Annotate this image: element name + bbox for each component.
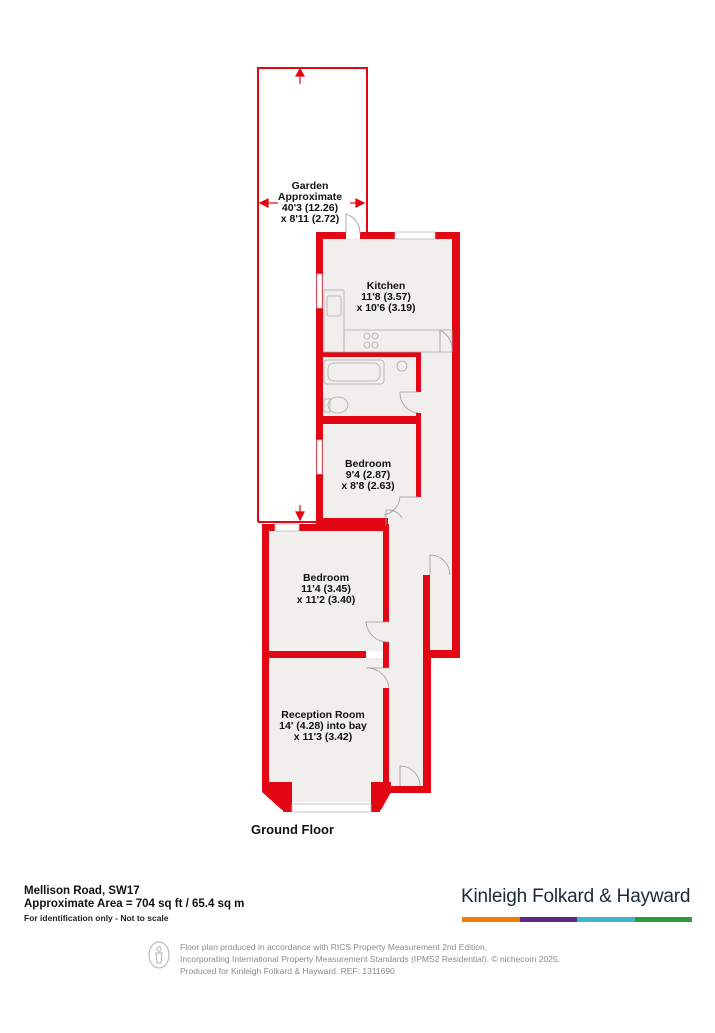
floor-plan: Garden Approximate 40'3 (12.26) x 8'11 (… [257, 67, 460, 813]
brand-bar-segment [519, 917, 577, 922]
room-dimension: 40'3 (12.26) [282, 202, 338, 214]
windows [274, 231, 436, 813]
room-name: Kitchen [367, 280, 406, 292]
room-label-bedroom-rear: Bedroom 9'4 (2.87) x 8'8 (2.63) [341, 458, 394, 492]
room-dimension: x 8'11 (2.72) [281, 213, 340, 225]
room-dimension: 9'4 (2.87) [346, 469, 391, 481]
door-swings [345, 213, 453, 787]
brand-bar-segment [462, 917, 520, 922]
property-address: Mellison Road, SW17 [24, 885, 140, 897]
floor-label: Ground Floor [251, 822, 335, 837]
room-dimension: 11'4 (3.45) [301, 583, 351, 595]
room-label-garden: Garden Approximate 40'3 (12.26) x 8'11 (… [278, 180, 342, 225]
room-dimension: x 10'6 (3.19) [356, 302, 415, 314]
disclaimer: For identification only - Not to scale [24, 913, 169, 923]
room-dimension: x 11'3 (3.42) [294, 731, 353, 743]
room-dimension: 11'8 (3.57) [361, 291, 411, 303]
footer-notes: Floor plan produced in accordance with R… [180, 941, 560, 977]
room-dimension: x 8'8 (2.63) [341, 480, 394, 492]
footer-line: Incorporating International Property Mea… [180, 954, 560, 964]
room-name: Garden [292, 180, 329, 192]
room-label-bedroom-front: Bedroom 11'4 (3.45) x 11'2 (3.40) [297, 572, 356, 606]
room-label-reception: Reception Room 14' (4.28) into bay x 11'… [279, 709, 367, 743]
brand-color-bar [462, 917, 692, 922]
property-area: Approximate Area = 704 sq ft / 65.4 sq m [24, 898, 245, 910]
footer-line: Floor plan produced in accordance with R… [180, 942, 488, 952]
rics-person-icon [148, 941, 170, 969]
room-name: Bedroom [303, 572, 349, 584]
room-name: Reception Room [281, 709, 364, 721]
room-label-kitchen: Kitchen 11'8 (3.57) x 10'6 (3.19) [356, 280, 415, 314]
bathroom-fixtures [323, 359, 408, 414]
room-name: Bedroom [345, 458, 391, 470]
brand-bar-segment [577, 917, 635, 922]
room-dimension: Approximate [278, 191, 342, 203]
footer-line: Produced for Kinleigh Folkard & Hayward.… [180, 966, 395, 976]
room-dimension: x 11'2 (3.40) [297, 594, 356, 606]
garden-dimension-arrows [258, 67, 366, 522]
kitchen-fixtures [323, 289, 453, 353]
room-dimension: 14' (4.28) into bay [279, 720, 367, 732]
brand-logo: Kinleigh Folkard & Hayward [461, 886, 691, 907]
floor-areas [268, 238, 452, 802]
brand-bar-segment [634, 917, 692, 922]
garden-outline [257, 67, 368, 523]
